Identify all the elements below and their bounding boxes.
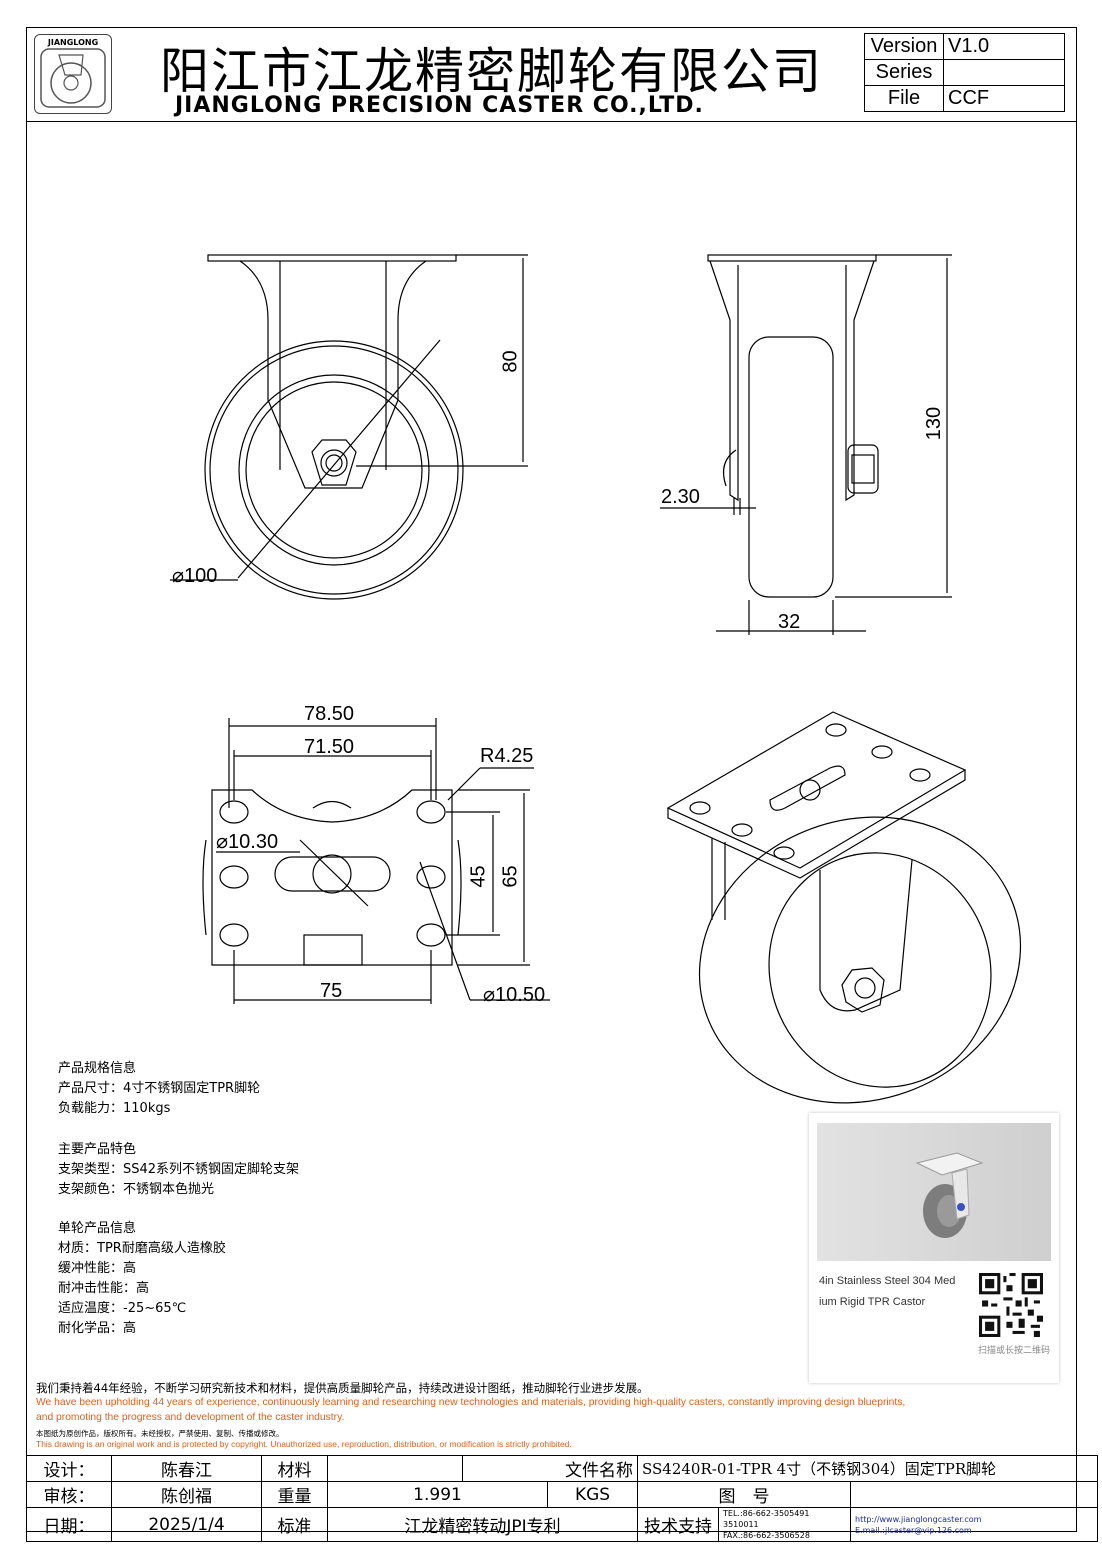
notice-en-2: and promoting the progress and developme… xyxy=(36,1412,345,1423)
filename-value: SS4240R-01-TPR 4寸（不锈钢304）固定TPR脚轮 xyxy=(637,1455,1098,1482)
filename-label: 文件名称 xyxy=(462,1455,638,1482)
spec-group-2: 主要产品特色 支架类型：SS42系列不锈钢固定脚轮支架 支架颜色：不锈钢本色抛光 xyxy=(58,1140,299,1200)
side-view xyxy=(660,254,952,635)
spec-heading: 单轮产品信息 xyxy=(58,1221,137,1236)
spec-heading: 主要产品特色 xyxy=(58,1142,137,1157)
standard-label: 标准 xyxy=(261,1507,328,1542)
material-label: 材料 xyxy=(261,1455,328,1482)
spec-line: 缓冲性能：高 xyxy=(58,1261,137,1276)
email-link[interactable]: E.mail.:jlcaster@vip.126.com xyxy=(855,1525,972,1535)
spec-line: 耐化学品：高 xyxy=(58,1321,137,1336)
dim-plate-width-1: 78.50 xyxy=(304,703,355,725)
drawing-number-label: 图 号 xyxy=(637,1481,851,1508)
iso-view xyxy=(666,711,1022,1104)
contact-phone: TEL.:86-662-3505491 3510011 FAX.:86-662-… xyxy=(718,1507,851,1542)
company-logo: JIANGLONG xyxy=(34,34,112,114)
design-value: 陈春江 xyxy=(111,1455,262,1482)
version-label: Version xyxy=(864,33,944,60)
company-name-cn: 阳江市江龙精密脚轮有限公司 xyxy=(160,43,824,100)
tel: TEL.:86-662-3505491 3510011 xyxy=(723,1509,810,1529)
review-value: 陈创福 xyxy=(111,1481,262,1508)
material-value xyxy=(327,1455,463,1482)
product-caption: 4in Stainless Steel 304 Med ium Rigid TP… xyxy=(819,1271,969,1313)
contact-web: http://www.jianglongcaster.com E.mail.:j… xyxy=(850,1507,1098,1542)
scan-hint: 扫描或长按二维码 xyxy=(977,1346,1050,1356)
spec-line: 适应温度：-25~65℃ xyxy=(58,1301,187,1316)
drawing-number-value xyxy=(850,1481,1098,1508)
caster-logo-icon xyxy=(40,48,106,108)
logo-text: JIANGLONG xyxy=(47,38,99,47)
dim-plate-width-2: 71.50 xyxy=(304,736,355,758)
title-block: 设计： 陈春江 材料 文件名称 SS4240R-01-TPR 4寸（不锈钢304… xyxy=(26,1455,1098,1542)
dim-wheel-diameter: ⌀100 xyxy=(172,565,218,587)
notice-en-1: We have been upholding 44 years of exper… xyxy=(36,1397,906,1408)
spec-line: 耐冲击性能：高 xyxy=(58,1281,150,1296)
spec-group-3: 单轮产品信息 材质：TPR耐磨高级人造橡胶 缓冲性能：高 耐冲击性能：高 适应温… xyxy=(58,1219,226,1339)
dim-height-upper: 80 xyxy=(499,350,522,373)
review-label: 审核： xyxy=(26,1481,112,1508)
caption-line-2: ium Rigid TPR Castor xyxy=(819,1296,926,1308)
dim-plate-height: 65 xyxy=(499,865,522,888)
caster-photo-icon xyxy=(817,1123,1051,1261)
dim-hole-diameter: ⌀10.50 xyxy=(483,984,546,1006)
design-label: 设计： xyxy=(26,1455,112,1482)
website-link[interactable]: http://www.jianglongcaster.com xyxy=(855,1514,982,1524)
weight-value: 1.991 xyxy=(327,1481,548,1508)
spec-heading: 产品规格信息 xyxy=(58,1061,137,1076)
spec-line: 支架类型：SS42系列不锈钢固定脚轮支架 xyxy=(58,1162,300,1177)
series-label: Series xyxy=(864,59,944,86)
standard-value: 江龙精密转动JPI专利 xyxy=(327,1507,638,1542)
spec-line: 支架颜色：不锈钢本色抛光 xyxy=(58,1182,215,1197)
weight-unit: KGS xyxy=(547,1481,638,1508)
spec-group-1: 产品规格信息 产品尺寸：4寸不锈钢固定TPR脚轮 负载能力：110kgs xyxy=(58,1059,260,1119)
qr-code-icon[interactable] xyxy=(979,1273,1043,1337)
file-label: File xyxy=(864,85,944,112)
dim-hole-spacing-y: 45 xyxy=(467,865,490,888)
product-photo xyxy=(817,1123,1051,1261)
fax: FAX.:86-662-3506528 xyxy=(723,1531,810,1540)
technical-drawing xyxy=(170,254,1022,1104)
spec-line: 负载能力：110kgs xyxy=(58,1101,171,1116)
version-value: V1.0 xyxy=(943,33,1065,60)
dim-wheel-width: 32 xyxy=(778,611,801,633)
date-label: 日期： xyxy=(26,1507,112,1542)
front-view xyxy=(170,254,528,600)
dim-offset: 2.30 xyxy=(661,486,700,508)
notice-copyright-cn: 本图纸为原创作品，版权所有。未经授权，严禁使用、复制、传播或修改。 xyxy=(36,1429,284,1438)
spec-line: 产品尺寸：4寸不锈钢固定TPR脚轮 xyxy=(58,1081,261,1096)
dim-total-height: 130 xyxy=(923,406,946,441)
dim-hole-spacing-x: 75 xyxy=(320,980,343,1002)
caption-line-1: 4in Stainless Steel 304 Med xyxy=(819,1275,956,1287)
spec-line: 材质：TPR耐磨高级人造橡胶 xyxy=(58,1241,226,1256)
notice-copyright-en: This drawing is an original work and is … xyxy=(36,1439,572,1449)
dim-radius: R4.25 xyxy=(480,745,534,767)
date-value: 2025/1/4 xyxy=(111,1507,262,1542)
header-divider xyxy=(26,121,1077,122)
company-name-en: JIANGLONG PRECISION CASTER CO.,LTD. xyxy=(175,93,704,118)
notice-cn: 我们秉持着44年经验，不断学习研究新技术和材料，提供高质量脚轮产品，持续改进设计… xyxy=(36,1381,649,1395)
file-value: CCF xyxy=(943,85,1065,112)
weight-label: 重量 xyxy=(261,1481,328,1508)
dim-slot-diameter: ⌀10.30 xyxy=(216,831,279,853)
product-card[interactable]: 4in Stainless Steel 304 Med ium Rigid TP… xyxy=(809,1113,1059,1383)
top-view xyxy=(202,718,550,1004)
support-label: 技术支持 xyxy=(637,1507,719,1542)
